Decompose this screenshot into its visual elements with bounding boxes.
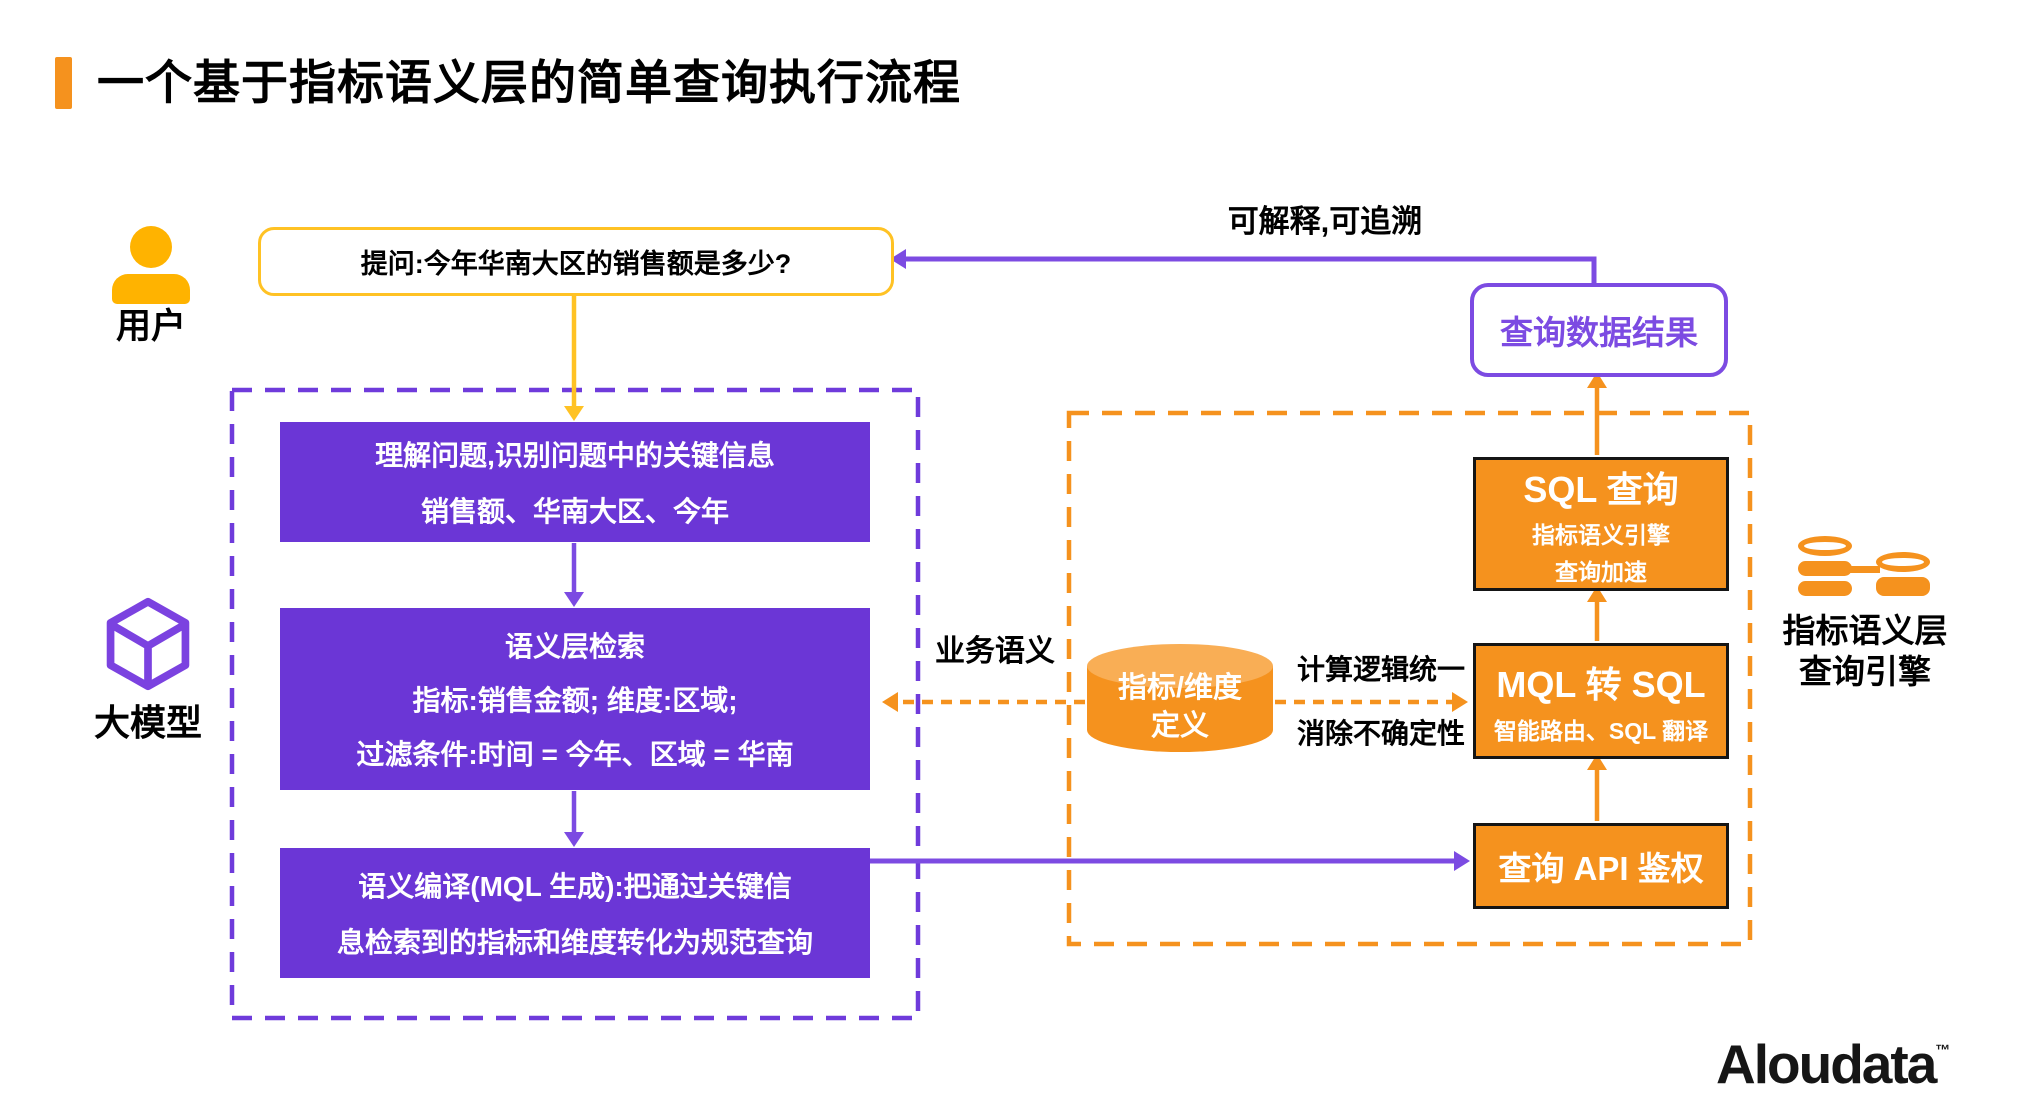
arrowhead-cylinder-to-mql	[1452, 692, 1468, 712]
arrowhead-step1-to-step2	[564, 592, 584, 607]
logo-trademark: ™	[1935, 1042, 1951, 1059]
arrow-result-to-question	[904, 256, 1597, 283]
page-title: 一个基于指标语义层的简单查询执行流程	[97, 56, 961, 109]
engine-label-line1: 指标语义层	[1782, 612, 1948, 649]
user-icon-body	[112, 274, 190, 304]
user-label: 用户	[115, 307, 186, 346]
step-mql-generation-box: 语义编译(MQL 生成):把通过关键信 息检索到的指标和维度转化为规范查询	[280, 848, 870, 978]
step1-line2: 销售额、华南大区、今年	[420, 496, 729, 527]
arrowhead-step3-to-api	[1454, 851, 1470, 871]
database-icon-band	[1876, 577, 1930, 596]
step2-line3: 过滤条件:时间 = 今年、区域 = 华南	[356, 739, 794, 770]
sql-box-sub2: 查询加速	[1555, 559, 1647, 585]
benefit-remove-uncertainty-label: 消除不确定性	[1296, 718, 1465, 749]
mql-box-sub1: 智能路由、SQL 翻译	[1493, 718, 1709, 744]
database-icon-band	[1798, 581, 1852, 596]
sql-box-sub1: 指标语义引擎	[1532, 522, 1670, 548]
sql-query-box: SQL 查询 指标语义引擎 查询加速	[1473, 457, 1729, 591]
mql-to-sql-box: MQL 转 SQL 智能路由、SQL 翻译	[1473, 643, 1729, 759]
mql-box-title: MQL 转 SQL	[1496, 664, 1706, 705]
benefit-unified-logic-label: 计算逻辑统一	[1296, 654, 1465, 685]
query-result-label: 查询数据结果	[1500, 314, 1698, 351]
step-understand-question-box: 理解问题,识别问题中的关键信息 销售额、华南大区、今年	[280, 422, 870, 542]
database-icon	[1798, 536, 1930, 600]
title-accent-bar	[55, 57, 72, 109]
question-box: 提问:今年华南大区的销售额是多少?	[258, 227, 894, 296]
model-cube-icon	[100, 596, 196, 692]
logo-text: Aloudata	[1716, 1033, 1937, 1095]
database-icon-band	[1798, 561, 1852, 576]
question-text: 提问:今年华南大区的销售额是多少?	[360, 249, 792, 279]
arrowhead-question-to-step1	[564, 406, 584, 421]
metric-dimension-cylinder: 指标/维度 定义	[1087, 644, 1273, 752]
cylinder-line2: 定义	[1150, 710, 1209, 742]
sql-box-title: SQL 查询	[1523, 469, 1679, 510]
api-box-title: 查询 API 鉴权	[1498, 850, 1704, 887]
database-icon-link	[1848, 566, 1880, 573]
business-semantics-label: 业务语义	[935, 635, 1055, 668]
arrowhead-step2-to-step3	[564, 832, 584, 847]
query-api-auth-box: 查询 API 鉴权	[1473, 823, 1729, 909]
step-semantic-retrieval-box: 语义层检索 指标:销售金额; 维度:区域; 过滤条件:时间 = 今年、区域 = …	[280, 608, 870, 790]
traceability-label: 可解释,可追溯	[1227, 204, 1423, 239]
database-icon-top-right	[1876, 552, 1930, 572]
engine-label: 指标语义层 查询引擎	[1770, 610, 1960, 692]
user-icon	[130, 226, 172, 268]
cylinder-line1: 指标/维度	[1117, 672, 1243, 704]
llm-label: 大模型	[93, 702, 202, 743]
step2-line1: 语义层检索	[504, 631, 645, 662]
query-result-box: 查询数据结果	[1470, 283, 1728, 377]
step3-line1: 语义编译(MQL 生成):把通过关键信	[358, 871, 792, 902]
arrowhead-cylinder-to-step2	[882, 692, 898, 712]
step3-line2: 息检索到的指标和维度转化为规范查询	[336, 927, 813, 958]
engine-label-line2: 查询引擎	[1799, 653, 1931, 690]
aloudata-logo: Aloudata™	[1716, 1032, 1950, 1096]
step1-line1: 理解问题,识别问题中的关键信息	[375, 440, 775, 471]
database-icon-top-left	[1798, 536, 1852, 556]
step2-line2: 指标:销售金额; 维度:区域;	[412, 685, 738, 716]
